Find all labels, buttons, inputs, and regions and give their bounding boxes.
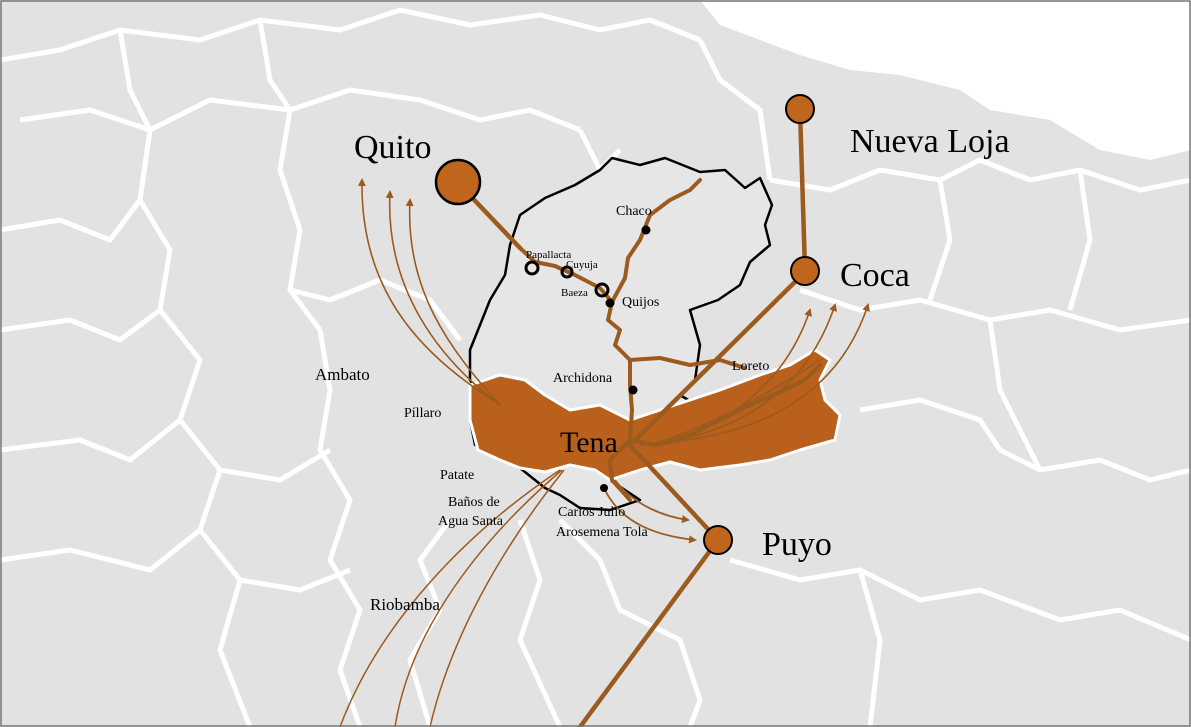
- quijos-marker[interactable]: [605, 298, 615, 308]
- label-cuyuja: Cuyuja: [566, 259, 598, 271]
- quito-marker[interactable]: [434, 158, 482, 206]
- label-banos-line2: Agua Santa: [438, 514, 504, 529]
- label-baeza: Baeza: [561, 287, 588, 299]
- flows-south: [339, 469, 565, 727]
- flows-quito: [357, 178, 501, 406]
- flows-puyo: [604, 479, 697, 544]
- carlos-julio-marker[interactable]: [600, 484, 608, 492]
- label-chaco: Chaco: [616, 204, 652, 219]
- chaco-marker[interactable]: [641, 225, 651, 235]
- nueva-loja-marker[interactable]: [785, 94, 815, 124]
- label-papallacta: Papallacta: [526, 249, 571, 261]
- label-carlos-julio: Carlos Julio: [558, 505, 625, 520]
- label-ambato: Ambato: [315, 365, 370, 384]
- tena-canton: [468, 348, 842, 482]
- label-arosemena-tola: Arosemena Tola: [556, 525, 648, 540]
- label-archidona: Archidona: [553, 371, 613, 386]
- highways: [457, 107, 808, 727]
- label-quijos: Quijos: [622, 295, 659, 310]
- label-banos-line1: Baños de: [448, 495, 500, 510]
- label-nueva-loja: Nueva Loja: [850, 123, 1010, 160]
- papallacta-marker[interactable]: [524, 260, 540, 276]
- label-patate: Patate: [440, 468, 474, 483]
- unmapped-area: [700, 0, 1191, 160]
- label-pillaro: Píllaro: [404, 406, 441, 421]
- label-coca: Coca: [840, 257, 910, 294]
- label-riobamba: Riobamba: [370, 595, 440, 614]
- baeza-marker[interactable]: [594, 282, 610, 298]
- flows-coca: [639, 303, 870, 446]
- cuyuja-marker[interactable]: [560, 265, 574, 279]
- label-loreto: Loreto: [732, 359, 769, 374]
- archidona-marker[interactable]: [628, 385, 638, 395]
- label-quito: Quito: [354, 129, 431, 166]
- coca-marker[interactable]: [790, 256, 820, 286]
- label-tena: Tena: [560, 426, 618, 459]
- puyo-marker[interactable]: [703, 525, 733, 555]
- label-puyo: Puyo: [762, 526, 832, 563]
- admin-boundaries: [0, 7, 1191, 727]
